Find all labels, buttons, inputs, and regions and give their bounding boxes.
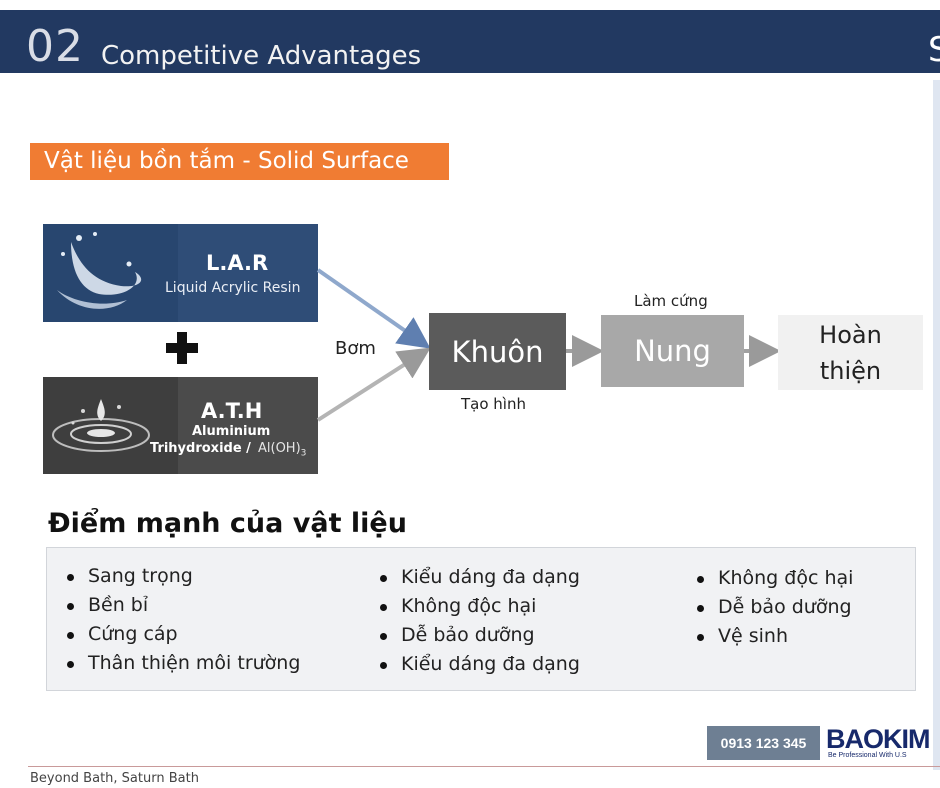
plus-icon [166, 332, 198, 364]
finish-line2: thiện [819, 356, 882, 385]
resin-splash-image [43, 224, 178, 322]
ath-formula: Al(OH)3 [258, 441, 306, 459]
material-tag: Vật liệu bồn tắm - Solid Surface [30, 143, 449, 180]
section-number: 02 [26, 21, 84, 72]
mold-caption: Tạo hình [461, 395, 526, 413]
baokim-logo: BAOKIM Be Professional With U.S [826, 724, 930, 761]
header-top-strip [0, 0, 940, 10]
list-item: Dễ bảo dưỡng [692, 593, 853, 622]
finish-step-box: Hoàn thiện [778, 315, 923, 390]
ath-line1: Aluminium [192, 424, 271, 439]
list-item: Không độc hại [375, 592, 580, 621]
ath-line2: Trihydroxide / [150, 441, 251, 456]
list-item: Cứng cáp [62, 620, 300, 649]
list-item: Không độc hại [692, 564, 853, 593]
phone-number[interactable]: 0913 123 345 [707, 726, 820, 760]
strengths-column-3: Không độc hại Dễ bảo dưỡng Vệ sinh [692, 564, 853, 651]
list-item: Thân thiện môi trường [62, 649, 300, 678]
arrow-ath-to-mold [316, 347, 431, 422]
list-item: Kiểu dáng đa dạng [375, 563, 580, 592]
pump-label: Bơm [335, 338, 376, 359]
list-item: Bền bỉ [62, 591, 300, 620]
footer-divider [28, 766, 940, 767]
formula-main: Al(OH) [258, 441, 301, 456]
slide-header: 02 Competitive Advantages S [0, 0, 940, 73]
cure-caption: Làm cứng [634, 292, 708, 310]
fire-step-box: Nung [601, 315, 744, 387]
header-edge-letter: S [928, 30, 940, 70]
lar-title: L.A.R [206, 251, 269, 275]
footer-text: Beyond Bath, Saturn Bath [30, 771, 199, 786]
ath-card: A.T.H Aluminium Trihydroxide / Al(OH)3 [43, 377, 318, 474]
list-item: Dễ bảo dưỡng [375, 621, 580, 650]
logo-wordmark: BAOKIM [826, 724, 930, 754]
strengths-column-1: Sang trọng Bền bỉ Cứng cáp Thân thiện mô… [62, 562, 300, 678]
finish-line1: Hoàn [819, 320, 882, 349]
lar-subtitle: Liquid Acrylic Resin [165, 280, 301, 296]
arrow-lar-to-mold [316, 268, 431, 349]
lar-card: L.A.R Liquid Acrylic Resin [43, 224, 318, 322]
water-drop-icon [52, 399, 150, 452]
slide-title: Competitive Advantages [101, 41, 422, 71]
list-item: Kiểu dáng đa dạng [375, 650, 580, 679]
list-item: Vệ sinh [692, 622, 853, 651]
list-item: Sang trọng [62, 562, 300, 591]
logo-tagline: Be Professional With U.S [828, 752, 907, 759]
strengths-panel: Sang trọng Bền bỉ Cứng cáp Thân thiện mô… [46, 547, 916, 691]
water-drop-image [43, 377, 178, 474]
strengths-heading: Điểm mạnh của vật liệu [48, 508, 407, 539]
formula-subscript: 3 [300, 448, 307, 459]
right-side-bar [933, 80, 940, 770]
splash-icon [57, 232, 142, 309]
mold-step-box: Khuôn [429, 313, 566, 390]
ath-title: A.T.H [201, 399, 263, 423]
strengths-column-2: Kiểu dáng đa dạng Không độc hại Dễ bảo d… [375, 563, 580, 679]
